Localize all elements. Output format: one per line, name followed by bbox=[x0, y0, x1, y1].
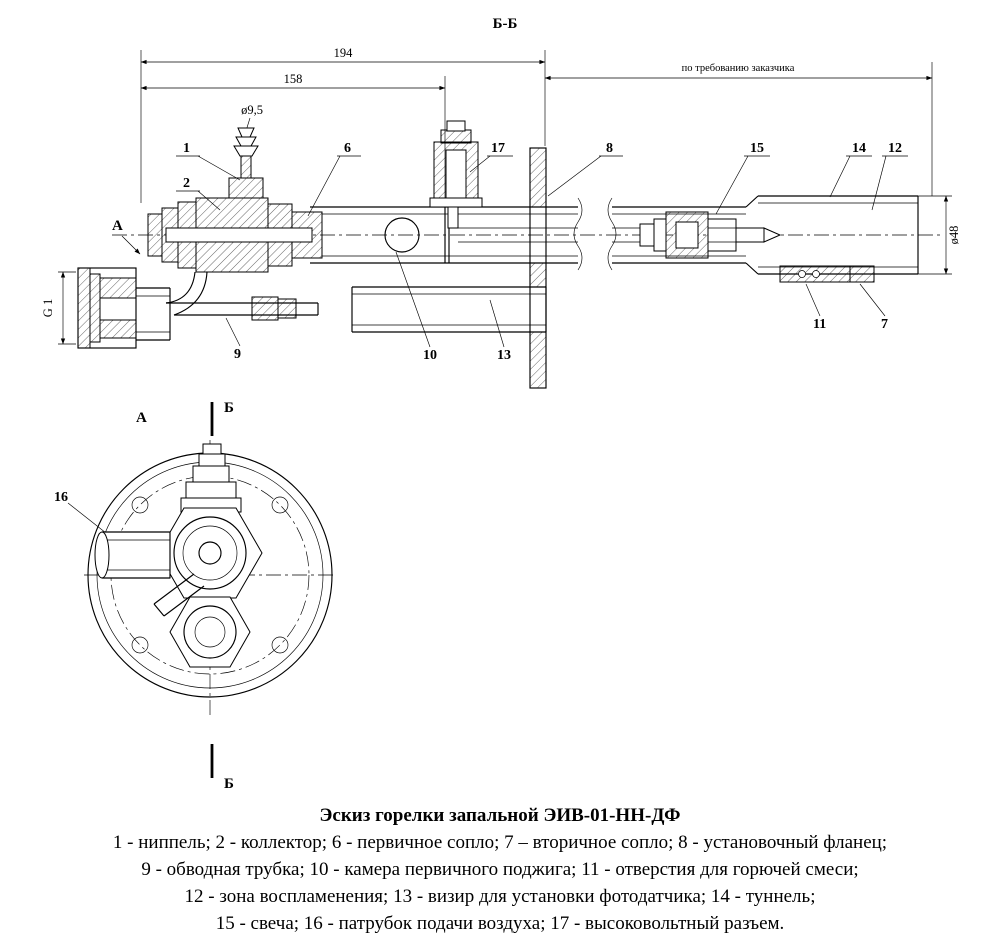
svg-text:13: 13 bbox=[497, 348, 511, 363]
mounting-flange bbox=[529, 147, 547, 389]
air-inlet-fitting bbox=[77, 267, 171, 349]
svg-text:6: 6 bbox=[344, 141, 351, 156]
svg-text:8: 8 bbox=[606, 141, 613, 156]
nipple bbox=[228, 127, 264, 199]
callout-9: 9 bbox=[225, 317, 241, 362]
callout-7: 7 bbox=[859, 283, 888, 332]
legend-line-4: 15 - свеча; 16 - патрубок подачи воздуха… bbox=[215, 913, 785, 934]
dimension-thread-g1: G 1 bbox=[41, 271, 76, 345]
callout-1: 1 bbox=[176, 141, 241, 181]
callout-11: 11 bbox=[805, 283, 826, 332]
callout-10: 10 bbox=[395, 251, 437, 363]
section-b-label-top: Б bbox=[224, 400, 234, 416]
section-cut-mark-bottom: Б bbox=[210, 744, 234, 792]
svg-text:15: 15 bbox=[750, 141, 764, 156]
svg-text:12: 12 bbox=[888, 141, 902, 156]
section-label: Б-Б bbox=[493, 16, 518, 32]
svg-text:2: 2 bbox=[183, 176, 190, 191]
front-main-hex bbox=[157, 507, 263, 599]
part-callouts: 1 2 6 17 8 15 14 bbox=[54, 141, 908, 534]
dimension-overall-194: 194 bbox=[140, 46, 546, 203]
legend-line-1: 1 - ниппель; 2 - коллектор; 6 - первично… bbox=[112, 832, 888, 853]
view-a-arrow: А bbox=[112, 218, 141, 255]
svg-text:9: 9 bbox=[234, 347, 241, 362]
dim-158-value: 158 bbox=[284, 72, 303, 86]
hv-connector bbox=[429, 120, 640, 243]
callout-17: 17 bbox=[469, 141, 513, 173]
svg-text:14: 14 bbox=[852, 141, 866, 156]
svg-text:17: 17 bbox=[491, 141, 505, 156]
callout-6: 6 bbox=[307, 141, 361, 217]
section-b-label-bottom: Б bbox=[224, 776, 234, 792]
callout-15: 15 bbox=[715, 141, 770, 215]
side-section-view: А G 1 bbox=[41, 120, 961, 389]
legend-line-3: 12 - зона воспламенения; 13 - визир для … bbox=[184, 886, 816, 907]
svg-text:1: 1 bbox=[183, 141, 190, 156]
dim-nipple-value: ø9,5 bbox=[241, 103, 263, 117]
collector bbox=[147, 197, 323, 273]
front-view: А Б bbox=[84, 400, 336, 792]
dim-customer-note: по требованию заказчика bbox=[682, 63, 795, 74]
view-a-label-front: А bbox=[136, 410, 147, 426]
front-lower-hex bbox=[169, 596, 251, 668]
dim-g1-value: G 1 bbox=[41, 299, 55, 317]
callout-2: 2 bbox=[176, 176, 221, 211]
drawing-title: Эскиз горелки запальной ЭИВ-01-НН-ДФ bbox=[319, 805, 681, 826]
svg-text:10: 10 bbox=[423, 348, 437, 363]
dimension-158: 158 bbox=[140, 72, 446, 203]
svg-text:11: 11 bbox=[813, 317, 826, 332]
bypass-tube bbox=[165, 271, 319, 321]
svg-text:7: 7 bbox=[881, 317, 888, 332]
legend-line-2: 9 - обводная трубка; 10 - камера первичн… bbox=[141, 859, 859, 880]
burner-technical-drawing: Б-Б 194 158 по требованию заказчика ø9,5… bbox=[41, 16, 961, 792]
callout-8: 8 bbox=[547, 141, 623, 197]
callout-12: 12 bbox=[871, 141, 908, 211]
front-air-pipe bbox=[94, 531, 171, 579]
callout-16: 16 bbox=[54, 490, 107, 534]
front-bypass-tube bbox=[153, 573, 205, 617]
sight-tube bbox=[351, 286, 547, 333]
dimension-tube-diameter: ø48 bbox=[918, 195, 961, 275]
section-cut-mark-top: Б bbox=[210, 400, 234, 436]
svg-text:16: 16 bbox=[54, 490, 68, 505]
spark-plug bbox=[639, 211, 782, 259]
dim-48-value: ø48 bbox=[947, 226, 961, 245]
secondary-nozzle bbox=[779, 265, 875, 283]
callout-14: 14 bbox=[829, 141, 872, 198]
caption: Эскиз горелки запальной ЭИВ-01-НН-ДФ 1 -… bbox=[0, 795, 1000, 937]
view-a-label-side: А bbox=[112, 218, 123, 234]
dimension-customer-requirement: по требованию заказчика bbox=[544, 62, 933, 196]
dim-194-value: 194 bbox=[334, 46, 354, 60]
callout-13: 13 bbox=[489, 299, 511, 363]
